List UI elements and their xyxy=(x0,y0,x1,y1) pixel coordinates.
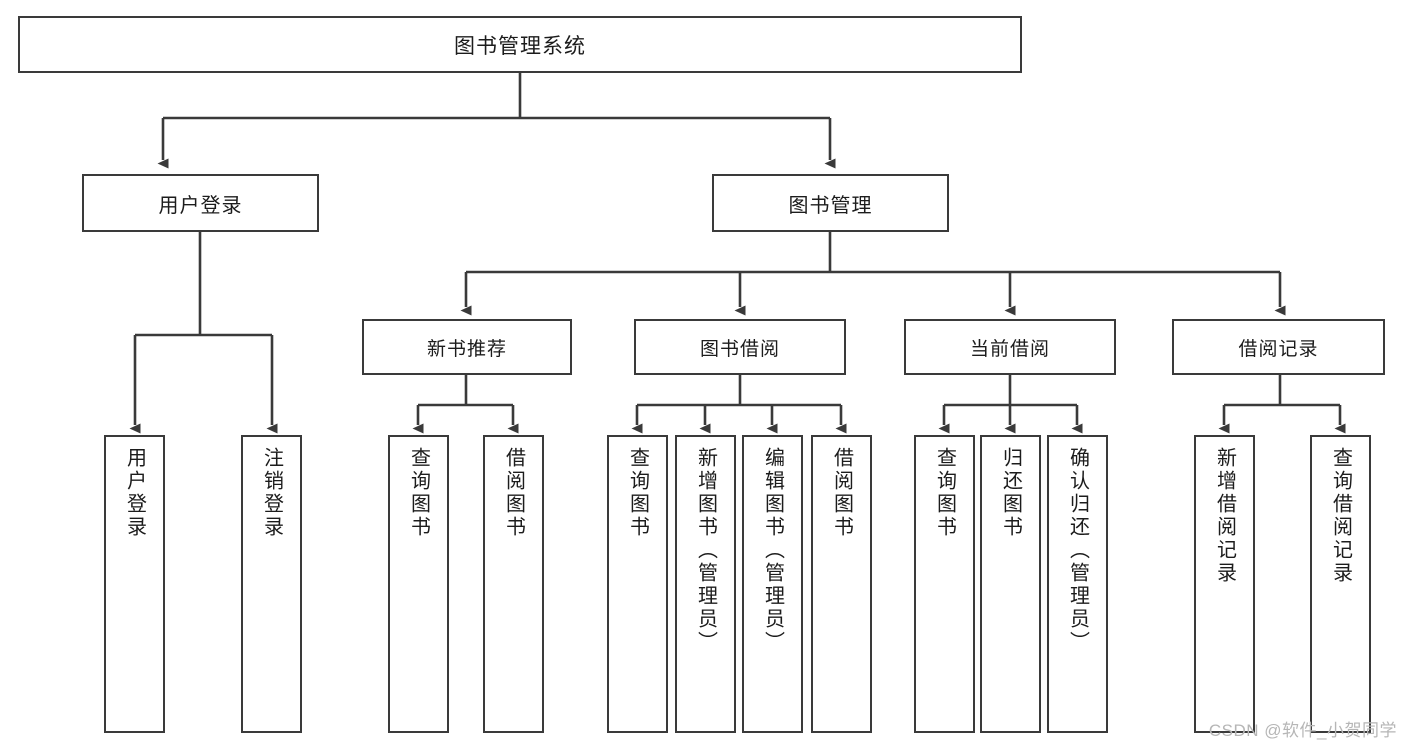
node-leaf-add-borrow-record[interactable]: 新增借阅记录 xyxy=(1194,435,1255,733)
node-current-borrow[interactable]: 当前借阅 xyxy=(904,319,1116,375)
node-label: 新增借阅记录 xyxy=(1213,447,1236,585)
node-borrow-record[interactable]: 借阅记录 xyxy=(1172,319,1385,375)
node-leaf-query-book-2[interactable]: 查询图书 xyxy=(607,435,668,733)
node-label: 查询图书 xyxy=(407,447,430,539)
node-leaf-borrow-book-1[interactable]: 借阅图书 xyxy=(483,435,544,733)
node-label: 归还图书 xyxy=(999,447,1022,539)
node-label: 查询图书 xyxy=(626,447,649,539)
node-label: 图书管理 xyxy=(788,194,873,217)
node-leaf-confirm-return[interactable]: 确认归还（管理员） xyxy=(1047,435,1108,733)
watermark-label: CSDN @软件_小贺同学 xyxy=(1208,721,1397,740)
node-label: 查询借阅记录 xyxy=(1329,447,1352,585)
node-new-book-recommend[interactable]: 新书推荐 xyxy=(362,319,572,375)
node-root-system[interactable]: 图书管理系统 xyxy=(18,16,1022,73)
node-label: 借阅图书 xyxy=(502,447,525,539)
node-label: 图书管理系统 xyxy=(454,34,586,58)
node-label: 确认归还（管理员） xyxy=(1066,447,1089,654)
node-label: 借阅记录 xyxy=(1238,338,1319,360)
node-label: 借阅图书 xyxy=(830,447,853,539)
node-leaf-query-book-3[interactable]: 查询图书 xyxy=(914,435,975,733)
node-book-management[interactable]: 图书管理 xyxy=(712,174,949,232)
node-leaf-user-login[interactable]: 用户登录 xyxy=(104,435,165,733)
node-label: 新增图书（管理员） xyxy=(694,447,717,654)
node-leaf-query-borrow-record[interactable]: 查询借阅记录 xyxy=(1310,435,1371,733)
node-leaf-query-book-1[interactable]: 查询图书 xyxy=(388,435,449,733)
node-leaf-add-book[interactable]: 新增图书（管理员） xyxy=(675,435,736,733)
node-leaf-return-book[interactable]: 归还图书 xyxy=(980,435,1041,733)
node-label: 用户登录 xyxy=(123,447,146,539)
node-label: 查询图书 xyxy=(933,447,956,539)
node-label: 编辑图书（管理员） xyxy=(761,447,784,654)
node-book-borrow[interactable]: 图书借阅 xyxy=(634,319,846,375)
node-label: 图书借阅 xyxy=(699,338,780,360)
node-user-login[interactable]: 用户登录 xyxy=(82,174,319,232)
node-leaf-logout-login[interactable]: 注销登录 xyxy=(241,435,302,733)
node-leaf-borrow-book-2[interactable]: 借阅图书 xyxy=(811,435,872,733)
node-leaf-edit-book[interactable]: 编辑图书（管理员） xyxy=(742,435,803,733)
node-label: 用户登录 xyxy=(158,194,243,217)
node-label: 新书推荐 xyxy=(426,338,507,360)
node-label: 当前借阅 xyxy=(969,338,1050,360)
node-label: 注销登录 xyxy=(260,447,283,539)
